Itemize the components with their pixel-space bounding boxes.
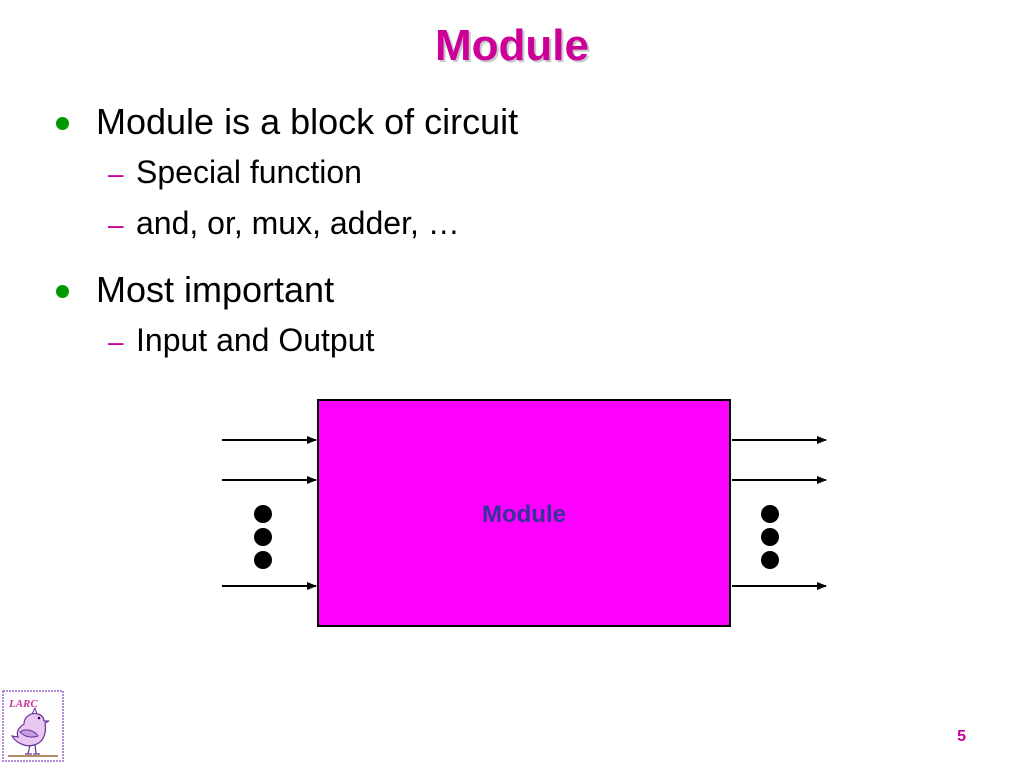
dash-icon: – bbox=[108, 326, 124, 357]
sub-bullet-item: and, or, mux, adder, … bbox=[136, 205, 460, 241]
dash-icon: – bbox=[108, 158, 124, 189]
sub-bullet-item: Input and Output bbox=[136, 322, 375, 358]
slide-title: Module bbox=[435, 21, 589, 70]
input-ellipsis-dot bbox=[254, 528, 272, 546]
dash-icon: – bbox=[108, 209, 124, 240]
sub-bullet-item: Special function bbox=[136, 154, 362, 190]
module-block-label: Module bbox=[482, 501, 566, 528]
output-ellipsis-dot bbox=[761, 505, 779, 523]
input-ellipsis-dot bbox=[254, 505, 272, 523]
bullet-item: Module is a block of circuit bbox=[96, 101, 519, 142]
page-number: 5 bbox=[957, 728, 966, 745]
bullet-dot-icon bbox=[56, 285, 69, 298]
bird-logo-icon: LARC bbox=[2, 690, 64, 762]
output-ellipsis-dot bbox=[761, 528, 779, 546]
output-ellipsis-dot bbox=[761, 551, 779, 569]
input-ellipsis-dot bbox=[254, 551, 272, 569]
bullet-list: Module is a block of circuit – Special f… bbox=[56, 101, 519, 358]
bullet-dot-icon bbox=[56, 117, 69, 130]
bullet-item: Most important bbox=[96, 269, 335, 310]
svg-text:LARC: LARC bbox=[8, 698, 38, 710]
module-block bbox=[317, 399, 731, 627]
